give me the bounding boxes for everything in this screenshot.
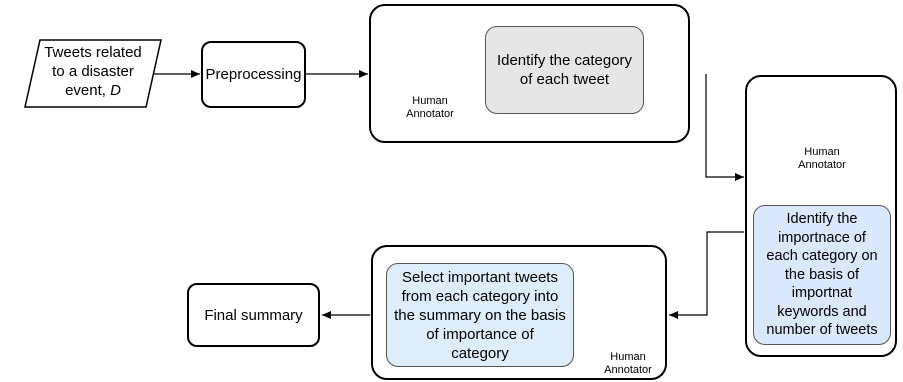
- stage2-task-line: each category on: [766, 248, 878, 265]
- arrow-stage2-to-stage3: [669, 231, 744, 319]
- annotator-label-line: Human: [804, 146, 840, 158]
- stage2-task-line: the basis of: [784, 266, 860, 283]
- final-summary-label: Final summary: [204, 306, 303, 324]
- stage2-task: Identify the importnace of each category…: [753, 205, 891, 345]
- annotator-label-line: Annotator: [604, 364, 652, 376]
- preprocessing-node: Preprocessing: [201, 41, 306, 108]
- input-line-3-text: event,: [65, 82, 111, 99]
- stage3-task-line: Select important tweets: [402, 268, 558, 286]
- stage3-task-line: the summary on the basis: [394, 306, 566, 324]
- input-line-3: event, D: [38, 81, 148, 100]
- annotator-label-line: Annotator: [406, 108, 454, 120]
- input-variable-d: D: [110, 82, 121, 99]
- final-summary-node: Final summary: [187, 283, 320, 347]
- annotator-label-line: Annotator: [798, 159, 846, 171]
- stage3-task: Select important tweets from each catego…: [386, 263, 574, 367]
- stage3-annotator-label: Human Annotator: [596, 351, 660, 377]
- stage1-annotator-label: Human Annotator: [398, 95, 462, 121]
- stage3-task-line: of importance of: [426, 325, 534, 343]
- annotator-label-line: Human: [412, 95, 448, 107]
- stage2-task-line: keywords and: [777, 303, 867, 320]
- stage2-task-line: number of tweets: [766, 322, 878, 339]
- stage1-task: Identify the category of each tweet: [485, 26, 644, 114]
- preprocessing-label: Preprocessing: [205, 66, 302, 83]
- stage3-task-line: category: [451, 344, 509, 362]
- arrow-stage1-to-stage2: [705, 74, 744, 181]
- stage2-task-line: Identify the: [786, 211, 858, 228]
- annotator-label-line: Human: [610, 351, 646, 363]
- input-parallelogram: [24, 39, 162, 108]
- stage2-annotator-label: Human Annotator: [790, 146, 854, 172]
- stage2-task-line: importnace of: [778, 229, 866, 246]
- input-line-1: Tweets related: [44, 44, 142, 61]
- input-node-label: Tweets related to a disaster event, D: [38, 43, 148, 100]
- stage3-task-line: from each category into: [401, 287, 559, 305]
- stage1-task-line: Identify the category: [496, 52, 633, 69]
- stage1-task-line: of each tweet: [519, 71, 610, 88]
- input-line-2: to a disaster: [52, 63, 134, 80]
- stage2-task-line: importnat: [791, 285, 853, 302]
